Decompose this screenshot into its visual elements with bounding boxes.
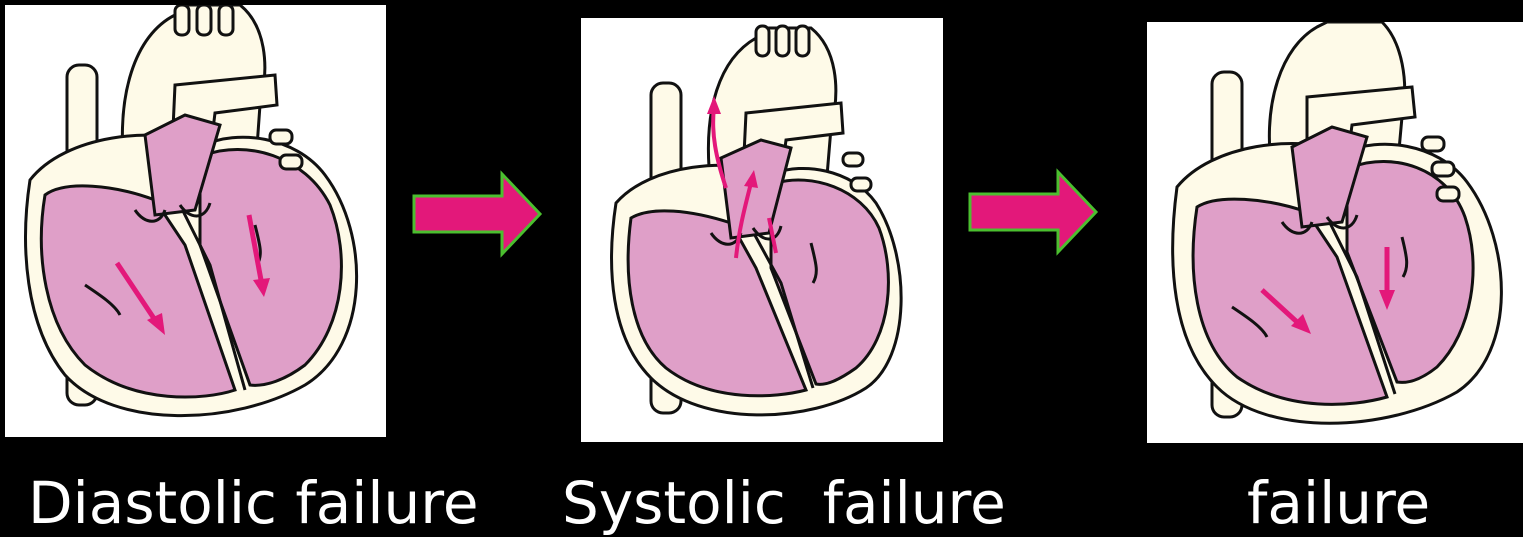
heart-illustration-icon [5,5,386,437]
transition-arrow-icon [966,168,1100,256]
combined-failure-heart-panel [1147,22,1523,443]
caption-diastolic-failure: Diastolic failure [28,470,479,536]
systolic-heart-panel [581,18,943,442]
heart-illustration-icon [1147,22,1523,443]
caption-systolic-failure: Systolic failure [562,470,1006,536]
caption-failure: failure [1247,470,1430,536]
diastolic-heart-panel [5,5,386,437]
transition-arrow-icon [410,170,544,258]
heart-illustration-icon [581,18,943,442]
